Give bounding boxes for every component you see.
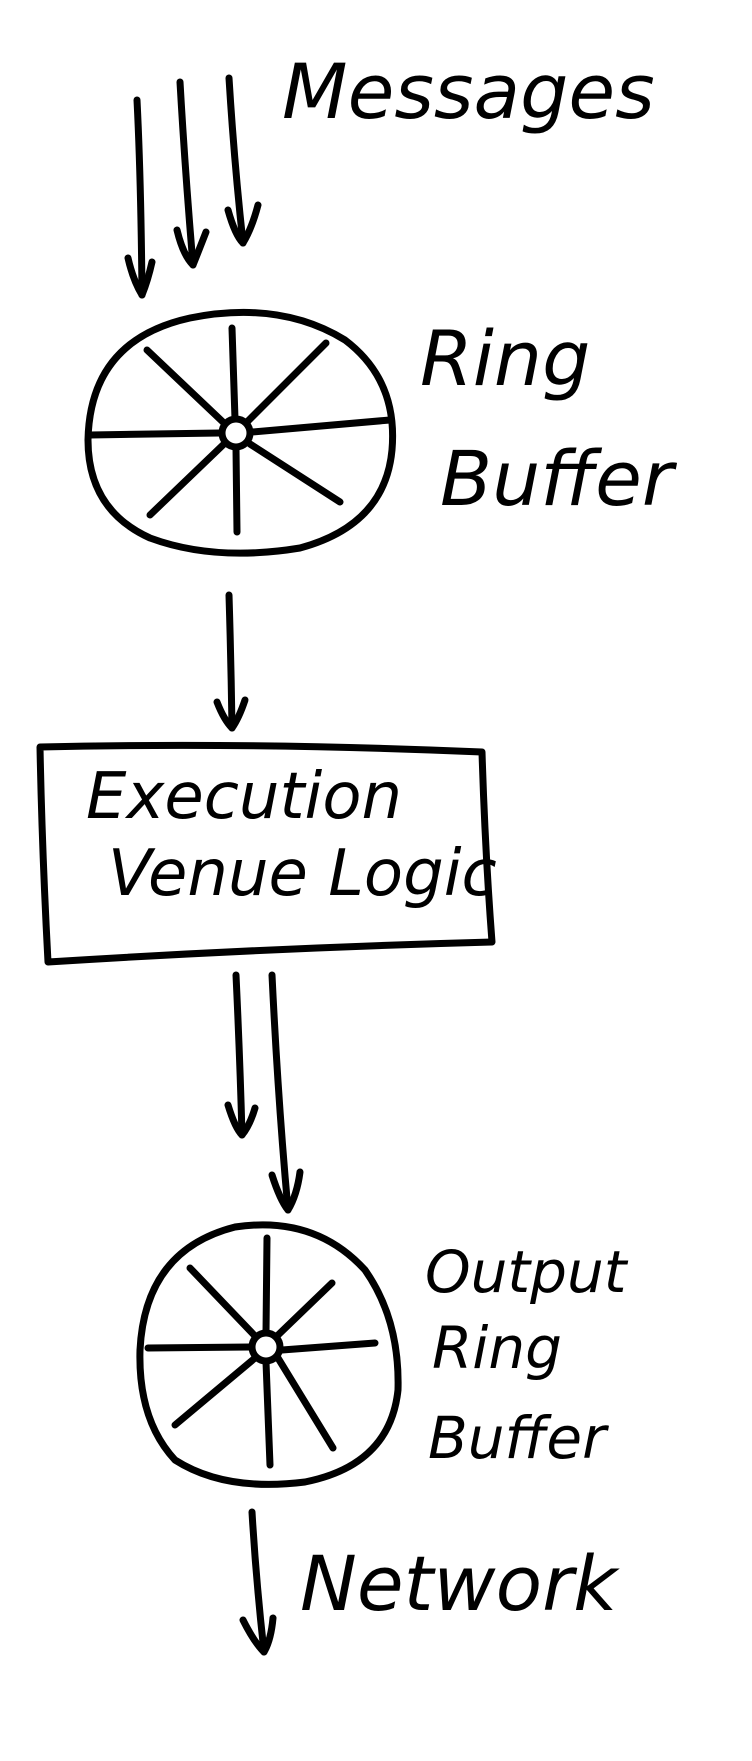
ring-buffer-label-line1: Ring	[420, 314, 590, 403]
output-ring-buffer-icon	[136, 1221, 402, 1488]
output-arrows	[224, 971, 304, 1214]
execution-venue-logic-box	[36, 741, 496, 966]
output-ring-buffer-label-line1: Output	[425, 1238, 629, 1306]
output-ring-buffer-label-line2: Ring	[432, 1314, 562, 1382]
output-ring-buffer-label-line3: Buffer	[428, 1404, 609, 1472]
incoming-arrow-1	[124, 96, 156, 299]
output-arrow-2	[268, 971, 304, 1214]
incoming-messages-arrows	[124, 74, 262, 299]
ring-buffer-icon	[84, 308, 397, 557]
incoming-arrow-3	[224, 74, 262, 247]
ring-buffer-label-line2: Buffer	[440, 434, 678, 523]
network-arrow	[239, 1508, 277, 1656]
network-label: Network	[300, 1539, 620, 1628]
incoming-arrow-2	[173, 78, 210, 269]
arrow-to-execution	[213, 591, 249, 732]
output-arrow-1	[224, 971, 259, 1139]
execution-label-line2: Venue Logic	[108, 837, 497, 911]
execution-label-line1: Execution	[86, 760, 402, 834]
messages-label: Messages	[282, 47, 655, 136]
